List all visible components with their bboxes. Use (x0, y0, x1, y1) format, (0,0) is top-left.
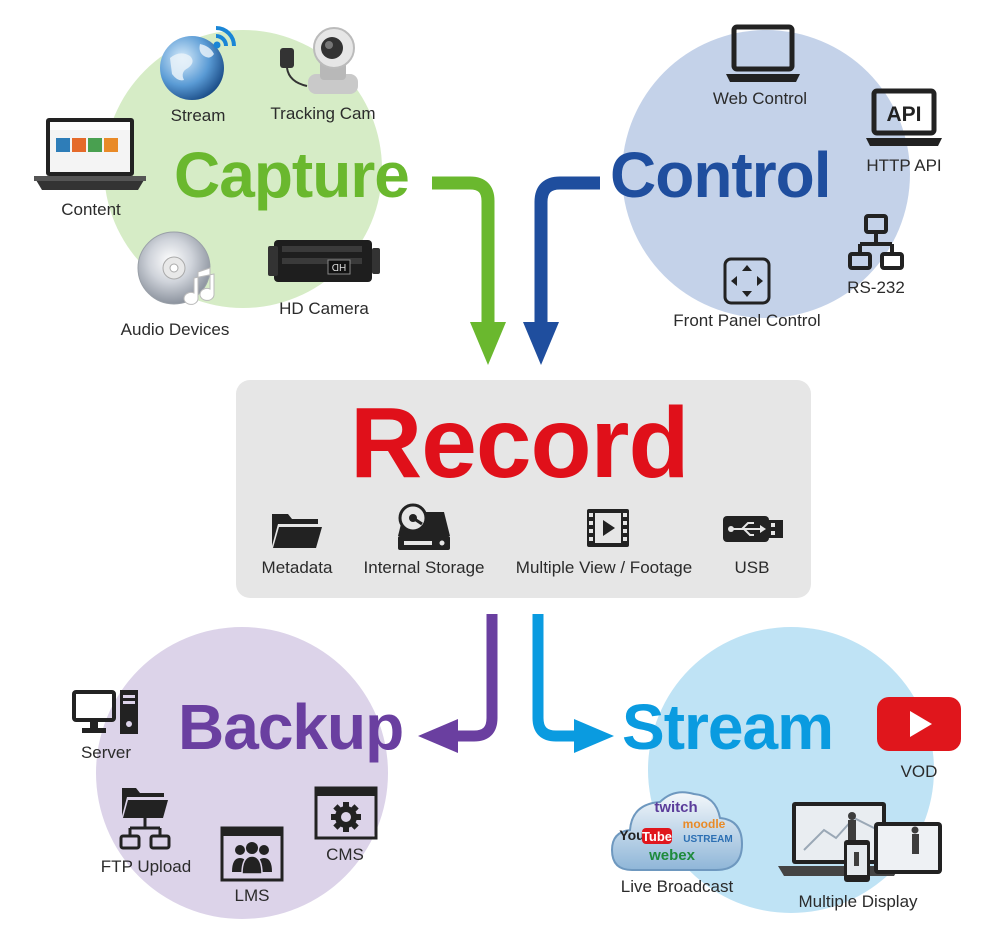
backup-arrowhead (418, 719, 458, 753)
usb-icon (723, 516, 783, 542)
capture-arrow (432, 176, 495, 330)
record-title: Record (350, 387, 690, 499)
hd-camera-icon: HD (268, 240, 380, 282)
folder-network-icon (119, 788, 171, 850)
cloud-services-icon: twitch moodle You Tube USTREAM webex (610, 791, 744, 871)
control-arrow (534, 176, 600, 330)
dpad-icon (723, 257, 771, 305)
record-internal-storage-label: Internal Storage (363, 558, 485, 577)
record-panel (236, 380, 811, 598)
backup-ftp-upload-label: FTP Upload (100, 857, 192, 876)
webex-logo: webex (648, 847, 696, 864)
control-arrowhead (523, 322, 559, 365)
record-metadata-label: Metadata (261, 558, 333, 577)
svg-text:HD: HD (332, 263, 346, 274)
stream-multiple-display-label: Multiple Display (798, 892, 918, 911)
laptop-content-icon (34, 118, 146, 190)
network-icon (848, 214, 904, 270)
users-window-icon (220, 826, 284, 882)
control-http-api-label: HTTP API (866, 156, 942, 175)
capture-content-label: Content (61, 200, 121, 219)
laptop-icon (726, 24, 800, 82)
record-usb-label: USB (734, 558, 770, 577)
globe-wifi-icon (160, 26, 236, 100)
control-web-control-label: Web Control (712, 89, 808, 108)
play-button-icon (877, 697, 961, 751)
backup-arrow (452, 614, 498, 742)
capture-audio-devices-label: Audio Devices (120, 320, 230, 339)
moodle-logo: moodle (683, 817, 726, 831)
hard-drive-icon (398, 503, 450, 550)
film-play-icon (587, 509, 629, 547)
server-icon (72, 690, 138, 734)
youtube-logo-you: You (619, 827, 644, 843)
stream-title: Stream (622, 691, 834, 763)
backup-lms-label: LMS (234, 886, 270, 905)
youtube-logo-tube: Tube (642, 829, 672, 844)
capture-tracking-cam-label: Tracking Cam (270, 104, 376, 123)
ptz-camera-icon (280, 27, 358, 94)
backup-title: Backup (178, 691, 404, 763)
gear-window-icon (314, 786, 378, 840)
twitch-logo: twitch (654, 799, 697, 816)
capture-stream-label: Stream (170, 106, 226, 125)
api-laptop-icon: API (866, 88, 942, 146)
control-front-panel-label: Front Panel Control (673, 311, 821, 330)
multi-device-icon (778, 802, 942, 882)
folder-icon (272, 514, 322, 548)
backup-cms-label: CMS (326, 845, 364, 864)
stream-vod-label: VOD (900, 762, 938, 781)
capture-title: Capture (174, 139, 410, 211)
stream-arrowhead (574, 719, 614, 753)
api-badge-text: API (886, 103, 921, 126)
backup-server-label: Server (80, 743, 132, 762)
control-title: Control (610, 139, 831, 211)
capture-arrowhead (470, 322, 506, 365)
control-rs232-label: RS-232 (847, 278, 905, 297)
stream-live-broadcast-label: Live Broadcast (620, 877, 734, 896)
cd-music-icon (137, 231, 215, 305)
stream-arrow (532, 614, 580, 742)
ustream-logo: USTREAM (683, 834, 732, 845)
record-multiple-view-label: Multiple View / Footage (515, 558, 693, 577)
capture-hd-camera-label: HD Camera (279, 299, 369, 318)
